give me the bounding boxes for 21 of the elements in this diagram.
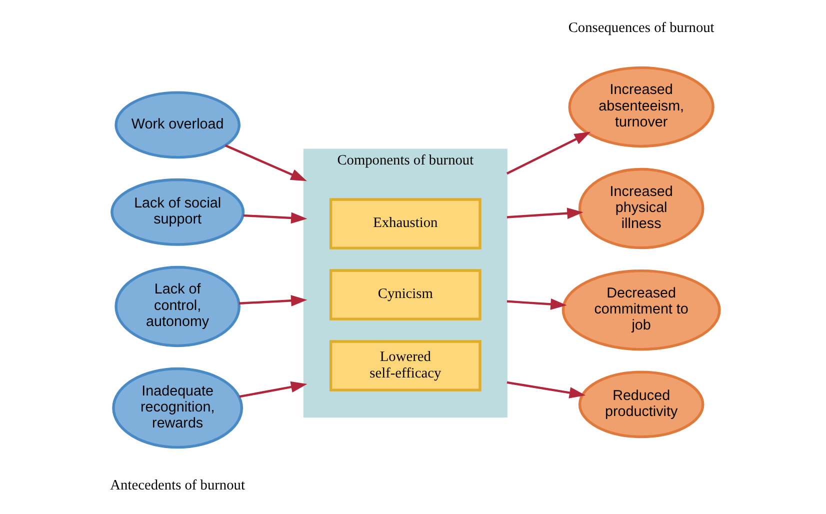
label: Consequences of burnout xyxy=(568,20,714,36)
node-box: Cynicism xyxy=(328,268,481,320)
node-ellipse: Lack of control, autonomy xyxy=(114,265,240,347)
node-ellipse: Reduced productivity xyxy=(578,370,704,438)
arrow xyxy=(506,298,566,310)
node-ellipse: Inadequate recognition, rewards xyxy=(112,366,243,448)
arrow xyxy=(506,380,586,398)
node-box: Lowered self-efficacy xyxy=(328,340,481,391)
label: Antecedents of burnout xyxy=(110,477,244,494)
arrow xyxy=(506,207,583,218)
arrow xyxy=(238,294,307,306)
node-box: Exhaustion xyxy=(328,198,481,249)
node-ellipse: Increased physical illness xyxy=(578,167,704,249)
arrow xyxy=(242,212,307,224)
arrow xyxy=(506,131,590,174)
arrow xyxy=(238,380,307,398)
node-ellipse: Work overload xyxy=(114,90,240,158)
node-ellipse: Decreased commitment to job xyxy=(561,268,720,350)
node-ellipse: Lack of social support xyxy=(110,178,244,246)
arrow xyxy=(224,144,306,181)
node-ellipse: Increased absenteeism, turnover xyxy=(568,66,714,148)
